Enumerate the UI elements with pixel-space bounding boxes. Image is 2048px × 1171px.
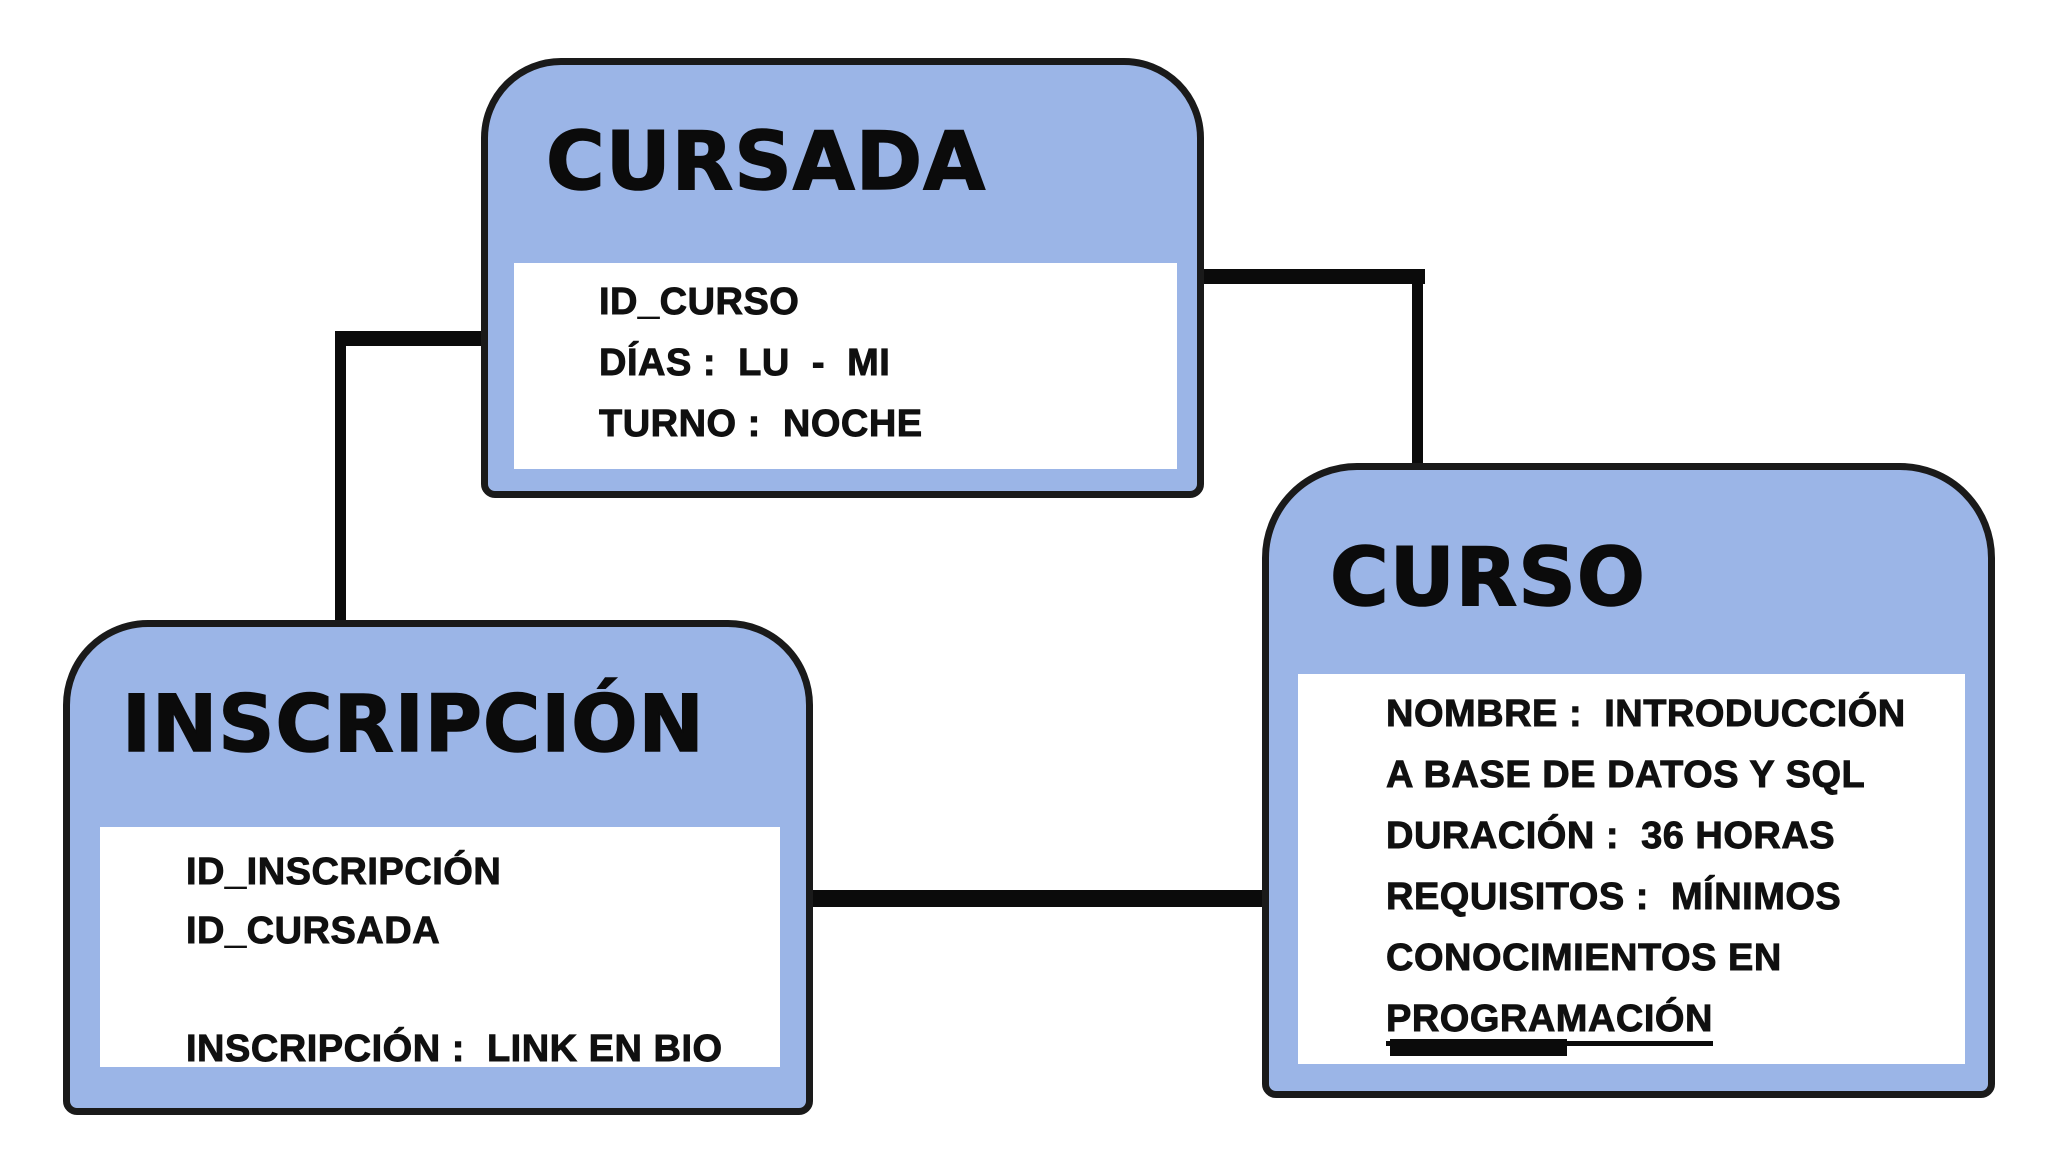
entity-cursada-attributes-panel: ID_CURSO DÍAS : LU - MI TURNO : NOCHE bbox=[514, 263, 1177, 469]
attribute-blank-line bbox=[186, 961, 774, 1020]
entity-cursada: CURSADA ID_CURSO DÍAS : LU - MI TURNO : … bbox=[481, 58, 1204, 498]
connector-cursada-inscripcion-vertical bbox=[335, 331, 346, 627]
entity-cursada-title: CURSADA bbox=[545, 115, 987, 208]
attribute-nombre-line2: A BASE DE DATOS Y SQL bbox=[1386, 754, 1866, 797]
attribute-duracion: DURACIÓN : 36 HORAS bbox=[1386, 815, 1836, 858]
attribute-inscripcion-link: INSCRIPCIÓN : LINK EN BIO bbox=[186, 1028, 723, 1071]
attribute-requisitos-line1: REQUISITOS : MÍNIMOS bbox=[1386, 876, 1842, 919]
entity-curso-title: CURSO bbox=[1329, 531, 1646, 624]
attribute-dias: DÍAS : LU - MI bbox=[599, 342, 891, 385]
attribute-id-inscripcion: ID_INSCRIPCIÓN bbox=[186, 851, 502, 894]
attribute-turno: TURNO : NOCHE bbox=[599, 403, 923, 446]
attribute-id-cursada: ID_CURSADA bbox=[186, 910, 441, 953]
connector-cursada-curso-horizontal bbox=[1195, 269, 1425, 284]
attribute-requisitos-line2: CONOCIMIENTOS EN bbox=[1386, 937, 1782, 980]
entity-inscripcion-attributes-panel: ID_INSCRIPCIÓN ID_CURSADA INSCRIPCIÓN : … bbox=[100, 827, 780, 1070]
entity-inscripcion-title: INSCRIPCIÓN bbox=[121, 680, 705, 770]
attribute-id-curso: ID_CURSO bbox=[599, 281, 800, 324]
entity-curso: CURSO NOMBRE : INTRODUCCIÓN A BASE DE DA… bbox=[1262, 463, 1995, 1098]
attribute-programacion: PROGRAMACIÓN bbox=[1386, 989, 1959, 1050]
underlined-word: PROGRAMACIÓN bbox=[1386, 998, 1713, 1046]
connector-cursada-curso-vertical bbox=[1412, 269, 1423, 475]
connector-inscripcion-curso-horizontal bbox=[808, 890, 1268, 907]
thick-underline-bar bbox=[1390, 1039, 1567, 1056]
entity-inscripcion: INSCRIPCIÓN ID_INSCRIPCIÓN ID_CURSADA IN… bbox=[63, 620, 813, 1115]
entity-curso-attributes-panel: NOMBRE : INTRODUCCIÓN A BASE DE DATOS Y … bbox=[1298, 674, 1965, 1064]
connector-cursada-inscripcion-horizontal bbox=[335, 331, 490, 346]
attribute-nombre-line1: NOMBRE : INTRODUCCIÓN bbox=[1386, 693, 1906, 736]
